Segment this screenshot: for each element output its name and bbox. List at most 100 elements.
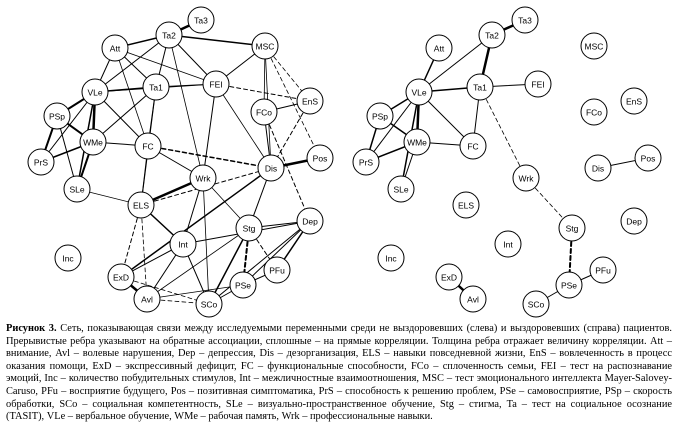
- node-label: Inc: [62, 254, 74, 264]
- edge-ExD-SCo: [120, 276, 210, 305]
- node-SLe: SLe: [63, 175, 91, 203]
- node-Ta2: Ta2: [478, 21, 506, 49]
- node-circle: [195, 290, 223, 318]
- edge-WMe-Ta1: [92, 86, 157, 143]
- edge-FEI-Dis: [215, 83, 272, 169]
- node-circle: [155, 21, 183, 49]
- node-FEI: FEI: [524, 70, 552, 98]
- node-Ta1: Ta1: [142, 73, 170, 101]
- node-Att: Att: [425, 34, 453, 62]
- node-circle: [620, 87, 648, 115]
- node-label: Dep: [626, 217, 642, 227]
- edge-Ta1-Wrk: [479, 86, 527, 179]
- node-FC: FC: [134, 132, 162, 160]
- node-label: ExD: [441, 273, 457, 283]
- edge-Ta2-MSC: [168, 34, 266, 47]
- node-label: Dis: [265, 164, 277, 174]
- node-circle: [366, 102, 394, 130]
- node-Dis: Dis: [584, 154, 612, 182]
- node-circle: [187, 6, 215, 34]
- edge-ELS-Dis: [140, 167, 272, 206]
- node-label: MSC: [585, 42, 604, 52]
- node-MSC: MSC: [251, 32, 279, 60]
- node-Wrk: Wrk: [512, 164, 540, 192]
- node-label: Ta3: [194, 16, 208, 26]
- node-circle: [81, 78, 109, 106]
- node-circle: [494, 230, 522, 258]
- node-circle: [405, 78, 433, 106]
- node-circle: [27, 148, 55, 176]
- node-circle: [512, 164, 540, 192]
- edge-Dep-SCo: [208, 220, 311, 305]
- node-circle: [306, 144, 334, 172]
- node-PSp: PSp: [43, 102, 71, 130]
- node-Att: Att: [101, 34, 129, 62]
- node-circle: [263, 256, 291, 284]
- node-label: SLe: [393, 185, 408, 195]
- node-label: PSe: [561, 281, 577, 291]
- node-Avl: Avl: [133, 285, 161, 313]
- node-circle: [524, 70, 552, 98]
- node-label: Int: [178, 240, 188, 250]
- node-circle: [235, 214, 263, 242]
- node-circle: [580, 32, 608, 60]
- node-circle: [63, 175, 91, 203]
- node-circle: [101, 34, 129, 62]
- edge-Dis-ExD: [120, 167, 272, 278]
- node-VLe: VLe: [81, 78, 109, 106]
- node-label: FCo: [586, 108, 602, 118]
- node-circle: [189, 164, 217, 192]
- node-ELS: ELS: [127, 191, 155, 219]
- node-label: PrS: [359, 158, 374, 168]
- node-EnS: EnS: [620, 87, 648, 115]
- edge-Att-FEI: [114, 47, 217, 85]
- node-label: WMe: [83, 138, 103, 148]
- node-label: Inc: [385, 254, 397, 264]
- edge-Ta2-VLe: [418, 34, 493, 93]
- node-circle: [257, 154, 285, 182]
- edge-VLe-PrS: [365, 91, 420, 163]
- node-Wrk: Wrk: [189, 164, 217, 192]
- node-label: ELS: [133, 201, 149, 211]
- node-circle: [142, 73, 170, 101]
- node-Stg: Stg: [235, 214, 263, 242]
- node-circle: [127, 191, 155, 219]
- node-Dis: Dis: [257, 154, 285, 182]
- edge-Stg-SCo: [208, 227, 250, 305]
- node-circle: [555, 271, 583, 299]
- node-label: SCo: [201, 300, 218, 310]
- figure-caption: Рисунок 3. Сеть, показывающая связи межд…: [6, 323, 672, 424]
- node-label: Dep: [302, 217, 318, 227]
- node-circle: [459, 285, 487, 313]
- node-label: Ta2: [485, 31, 499, 41]
- node-circle: [459, 132, 487, 160]
- node-label: Pos: [641, 154, 656, 164]
- edge-ELS-ExD: [120, 204, 142, 278]
- node-circle: [296, 87, 324, 115]
- node-Ta3: Ta3: [511, 6, 539, 34]
- node-label: Stg: [243, 224, 256, 234]
- node-circle: [251, 32, 279, 60]
- node-label: Att: [110, 44, 121, 54]
- node-FCo: FCo: [580, 98, 608, 126]
- node-WMe: WMe: [403, 128, 431, 156]
- node-label: Ta2: [162, 31, 176, 41]
- node-label: Wrk: [196, 174, 212, 184]
- node-circle: [377, 244, 405, 272]
- node-label: MSC: [256, 42, 275, 52]
- node-label: PFu: [595, 266, 611, 276]
- node-circle: [296, 207, 324, 235]
- node-label: Pos: [313, 154, 328, 164]
- node-circle: [54, 244, 82, 272]
- edge-Ta2-Wrk: [168, 34, 204, 179]
- node-circle: [43, 102, 71, 130]
- node-label: VLe: [411, 88, 426, 98]
- node-Dep: Dep: [620, 207, 648, 235]
- node-label: FCo: [256, 108, 272, 118]
- node-label: Ta1: [473, 83, 487, 93]
- node-circle: [511, 6, 539, 34]
- node-label: ELS: [458, 201, 474, 211]
